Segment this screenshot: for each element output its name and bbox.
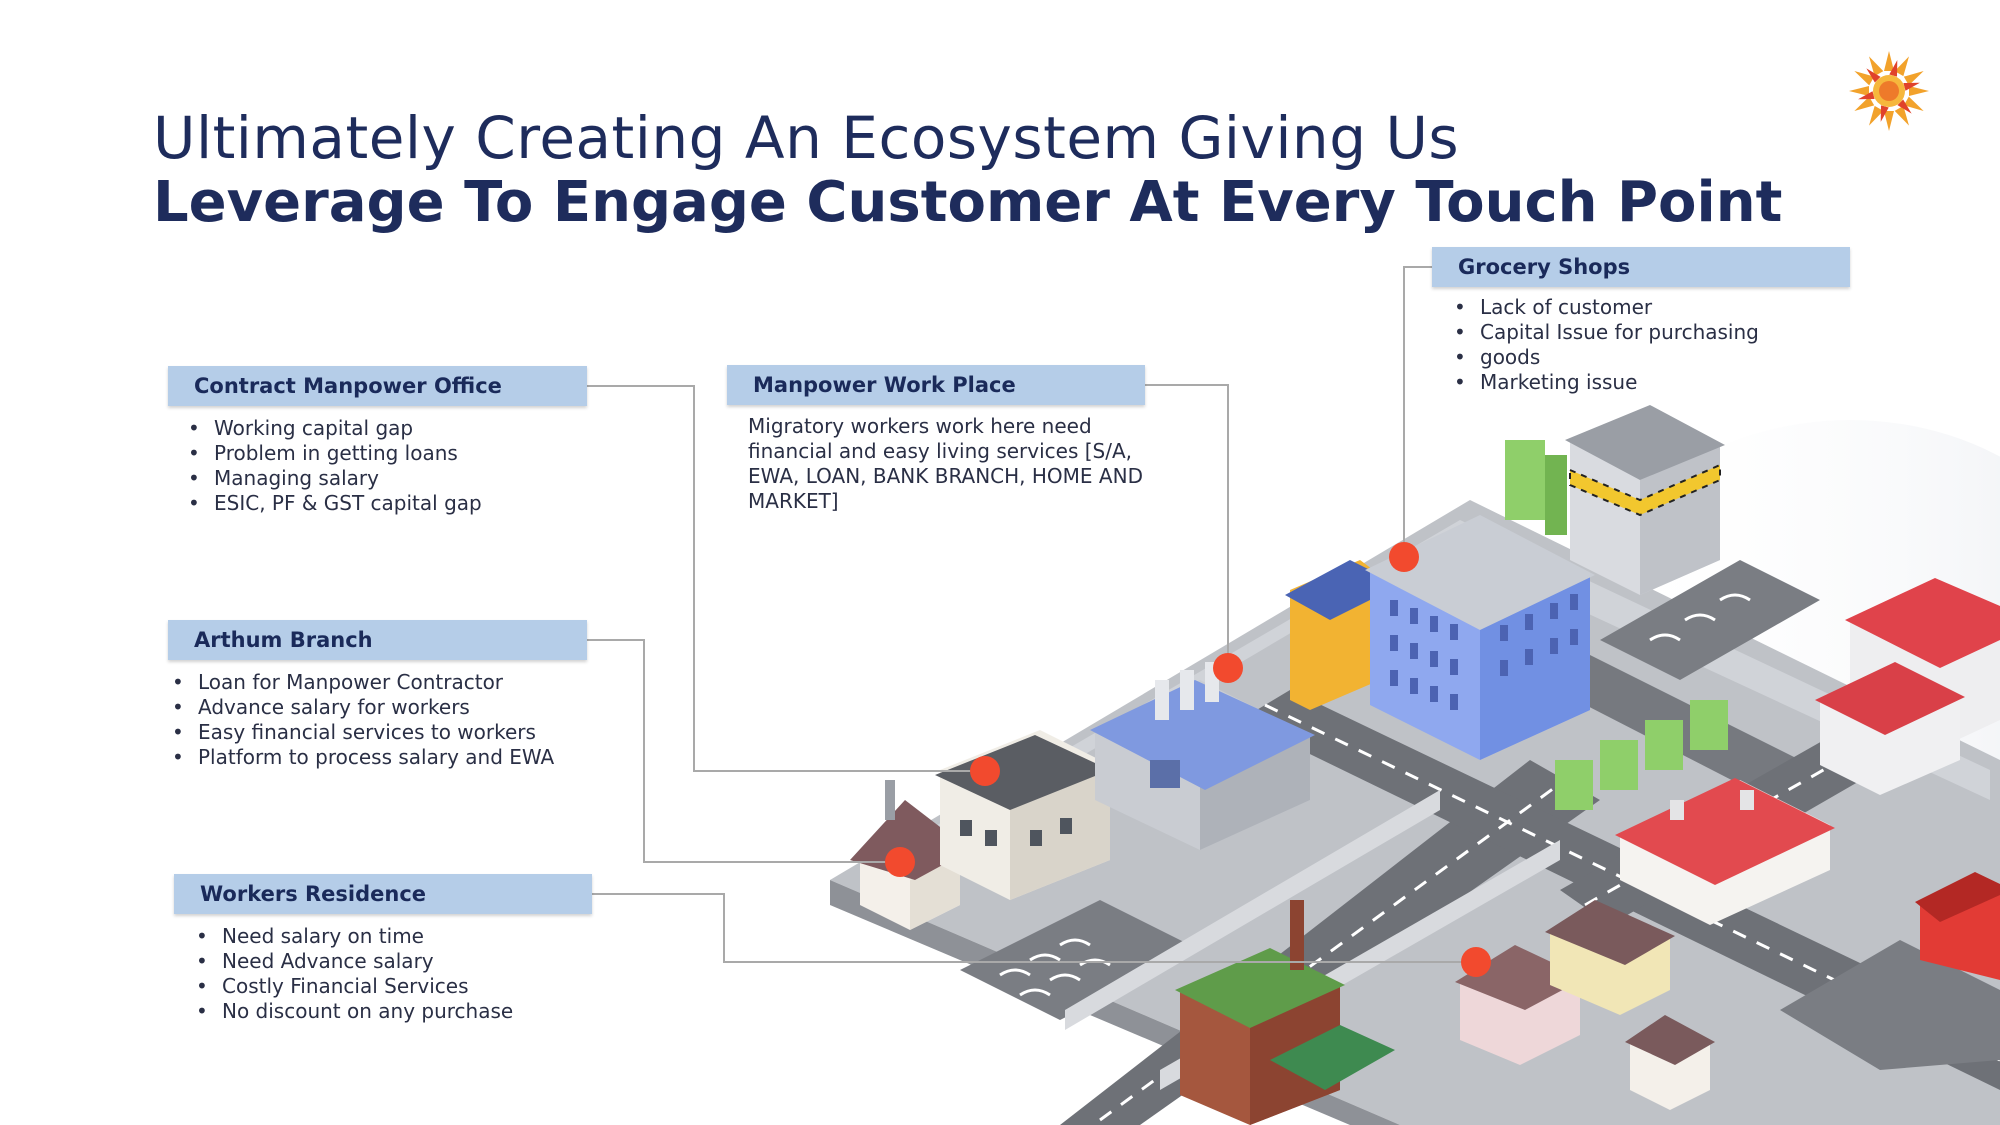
grocery-list: Lack of customer Capital Issue for purch… bbox=[1452, 295, 1759, 395]
logo-sun-icon bbox=[1849, 51, 1929, 131]
residence-header: Workers Residence bbox=[174, 874, 592, 914]
list-item: ESIC, PF & GST capital gap bbox=[186, 491, 482, 516]
marker-residence bbox=[1461, 947, 1491, 977]
list-item: Problem in getting loans bbox=[186, 441, 482, 466]
list-item: Working capital gap bbox=[186, 416, 482, 441]
list-item: Capital Issue for purchasing bbox=[1452, 320, 1759, 345]
list-item: Easy financial services to workers bbox=[170, 720, 554, 745]
list-item: No discount on any purchase bbox=[194, 999, 513, 1024]
list-item: goods bbox=[1452, 345, 1759, 370]
page-title-line2: Leverage To Engage Customer At Every Tou… bbox=[153, 170, 1783, 235]
marker-work-place bbox=[1213, 653, 1243, 683]
contract-office-header: Contract Manpower Office bbox=[168, 366, 587, 406]
list-item: Loan for Manpower Contractor bbox=[170, 670, 554, 695]
marker-arthum-branch bbox=[885, 847, 915, 877]
list-item: Lack of customer bbox=[1452, 295, 1759, 320]
grocery-header: Grocery Shops bbox=[1432, 247, 1850, 287]
page-title-line1: Ultimately Creating An Ecosystem Giving … bbox=[153, 104, 1460, 172]
arthum-branch-list: Loan for Manpower Contractor Advance sal… bbox=[170, 670, 554, 770]
marker-grocery bbox=[1389, 542, 1419, 572]
list-item: Platform to process salary and EWA bbox=[170, 745, 554, 770]
list-item: Costly Financial Services bbox=[194, 974, 513, 999]
work-place-description: Migratory workers work here need financi… bbox=[748, 414, 1143, 513]
list-item: Advance salary for workers bbox=[170, 695, 554, 720]
residence-list: Need salary on time Need Advance salary … bbox=[194, 924, 513, 1024]
list-item: Managing salary bbox=[186, 466, 482, 491]
list-item: Marketing issue bbox=[1452, 370, 1759, 395]
work-place-header: Manpower Work Place bbox=[727, 365, 1145, 405]
marker-contract-office bbox=[970, 756, 1000, 786]
list-item: Need salary on time bbox=[194, 924, 513, 949]
list-item: Need Advance salary bbox=[194, 949, 513, 974]
contract-office-list: Working capital gap Problem in getting l… bbox=[186, 416, 482, 516]
arthum-branch-header: Arthum Branch bbox=[168, 620, 587, 660]
